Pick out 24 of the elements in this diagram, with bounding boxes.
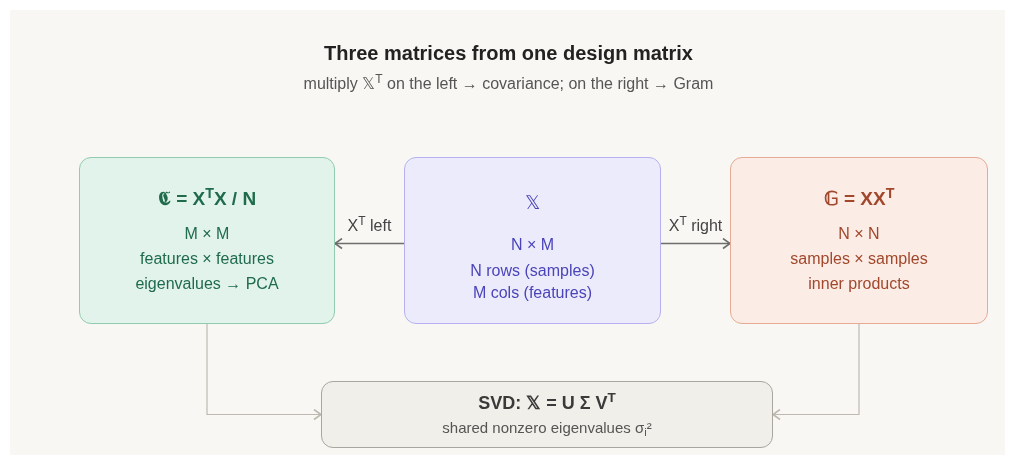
box-text: M × M [184,224,230,245]
arrow [772,323,860,421]
box-heading: SVD: 𝕏 = U Σ V$^{T}$ [478,389,616,415]
box-heading: 𝕏 [525,191,540,216]
box-text: N × N [838,224,880,245]
arrow [206,323,322,421]
box-text: samples × samples [790,249,928,270]
box-text: shared nonzero eigenvalues σ$_{i}$² [442,417,652,440]
box-text: N rows (samples) [470,260,595,281]
box-text: eigenvalues → PCA [135,274,279,295]
box-text: features × features [140,249,274,270]
box-heading: 𝕮 = X$^{T}$X / N [157,184,257,211]
box-text: inner products [808,274,910,295]
diagram-title: Three matrices from one design matrix [323,41,694,66]
box-text: M cols (features) [472,282,593,303]
diagram-subtitle: multiply 𝕏$^{T}$ on the left → covariance; on the right → Gram [302,72,715,94]
matrix-box [730,157,988,324]
box-heading: 𝔾 = XX$^{T}$ [823,184,895,211]
matrix-box [79,157,335,324]
arrow [334,237,405,250]
box-text: N × M [510,234,555,255]
arrow [660,237,731,250]
result-box [321,381,773,448]
matrix-box [404,157,661,324]
